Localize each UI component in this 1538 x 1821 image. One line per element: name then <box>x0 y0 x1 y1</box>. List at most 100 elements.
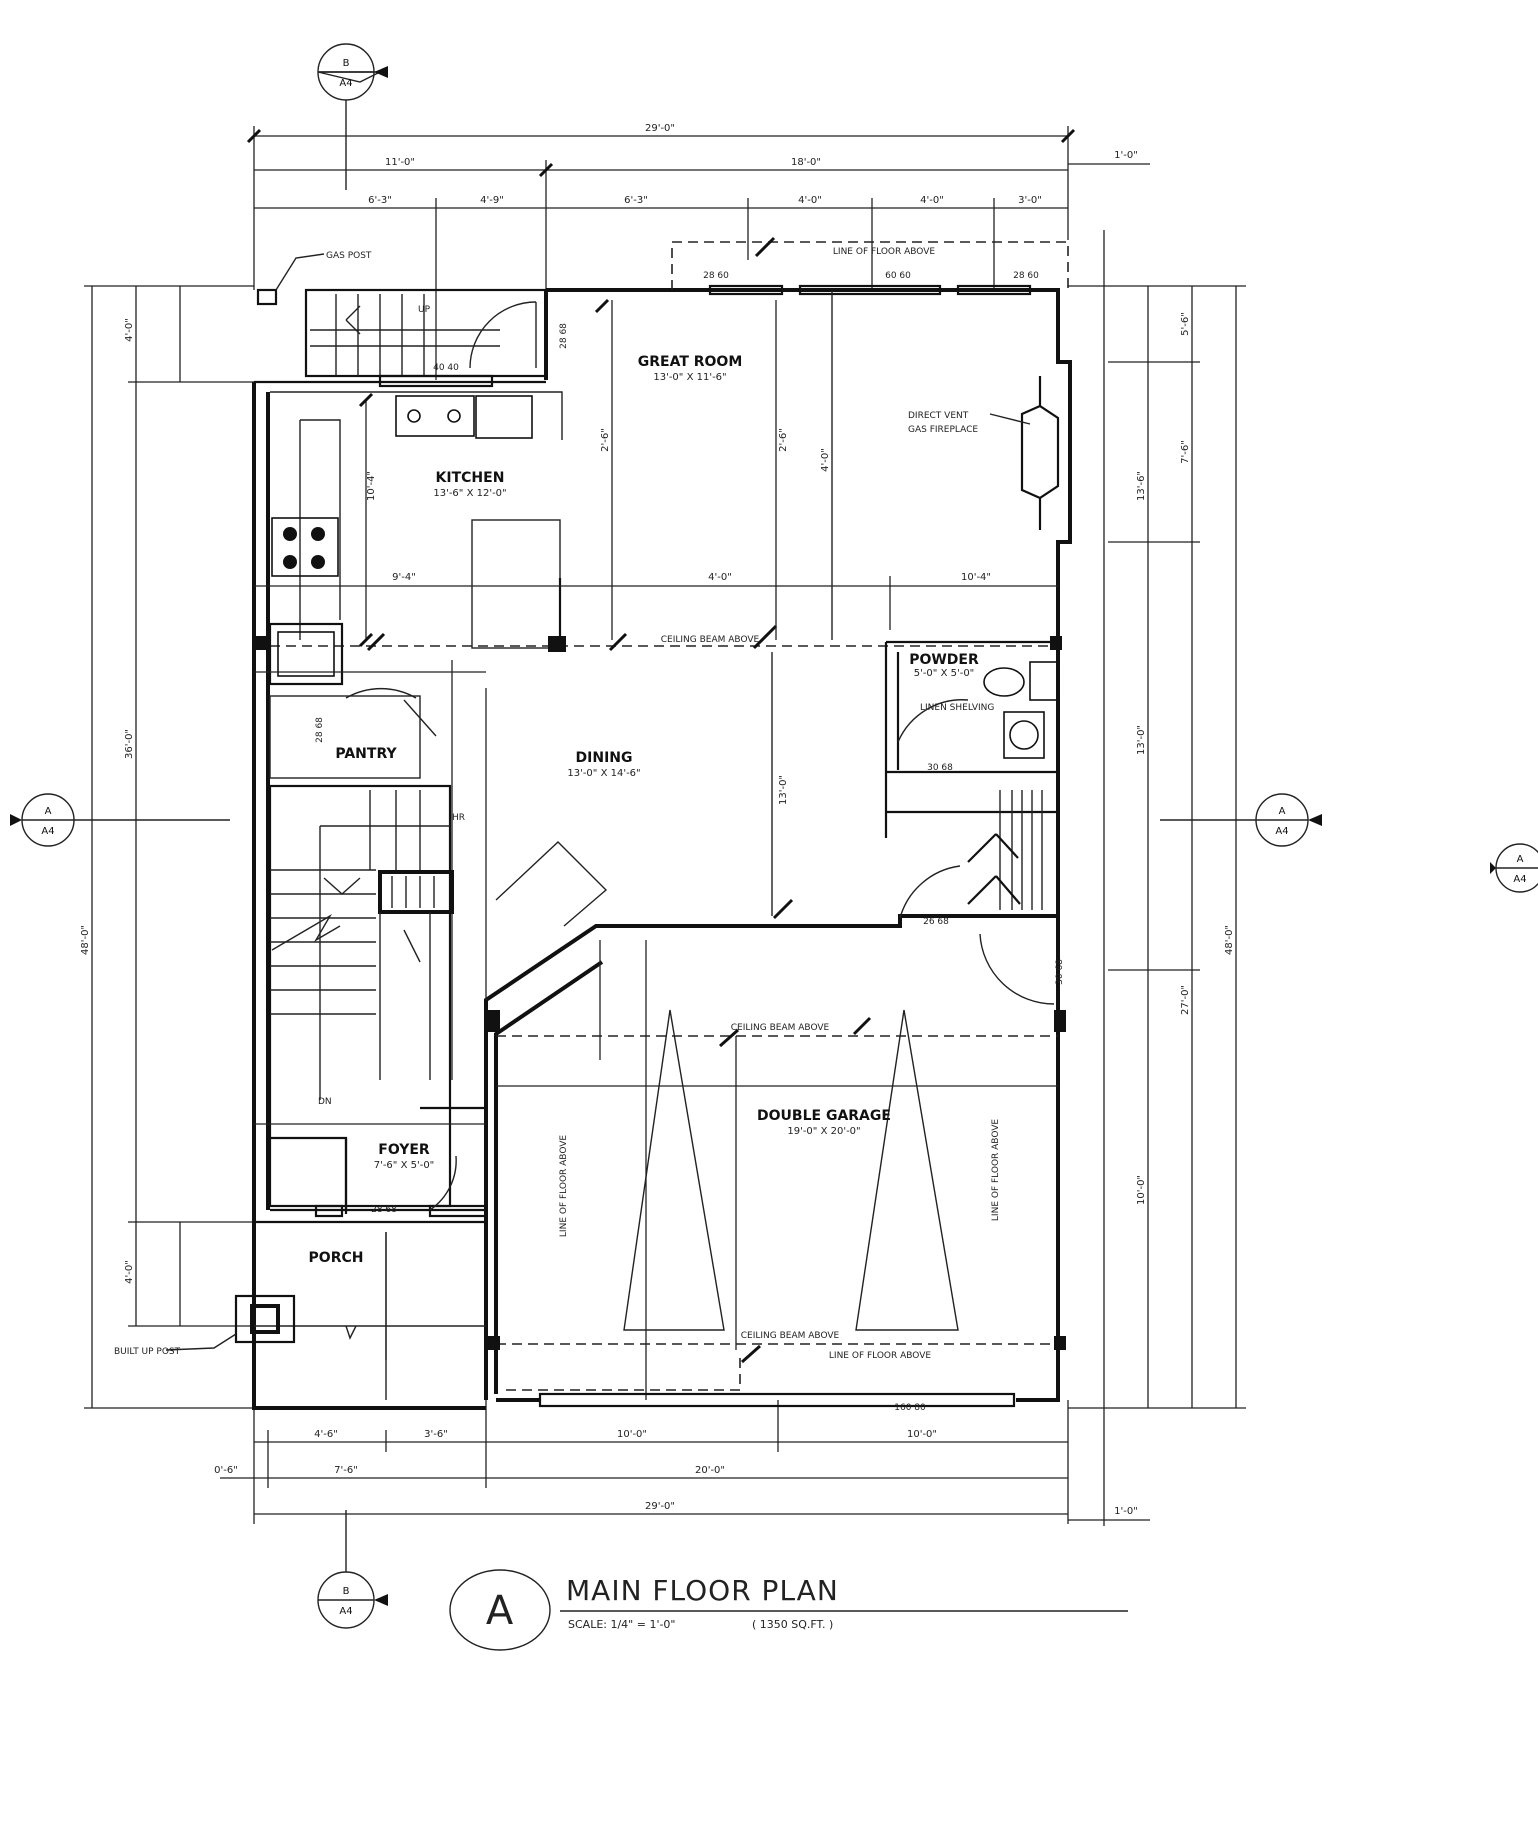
window-label-1: 28 60 <box>703 271 729 281</box>
marker-top-label: B <box>343 58 350 69</box>
dim-inner-6: 2'-6" <box>778 428 789 452</box>
vehicle-outline-2 <box>855 1009 959 1331</box>
dim-inner-8: 13'-0" <box>778 775 789 805</box>
marker-bottom-sheet: A4 <box>339 1606 352 1617</box>
kitchen-size: 13'-6" X 12'-0" <box>433 488 506 499</box>
kitchen-name: KITCHEN <box>436 470 505 486</box>
dim-top-overall: 29'-0" <box>645 123 675 134</box>
dim-bottom-sub-1: 4'-6" <box>314 1429 338 1440</box>
door-swing-rear <box>469 301 537 369</box>
hr-panel <box>378 870 454 914</box>
marker-right-sheet: A4 <box>1275 826 1288 837</box>
marker-far-right-label: A <box>1517 854 1524 865</box>
foyer-name: FOYER <box>378 1142 430 1158</box>
beam-note-1: CEILING BEAM ABOVE <box>661 635 760 645</box>
garage-name: DOUBLE GARAGE <box>757 1108 891 1124</box>
dim-top-sub-3: 6'-3" <box>624 195 648 206</box>
dim-right-sub-4: 10'-0" <box>1136 1175 1147 1205</box>
dim-inner-2: 9'-4" <box>392 572 416 583</box>
dim-right-low: 27'-0" <box>1180 985 1191 1015</box>
built-up-post <box>234 1294 296 1344</box>
kitchen-sink <box>395 395 475 437</box>
dining-size: 13'-0" X 14'-6" <box>567 768 640 779</box>
right-dimensions: 5'-6" 7'-6" 13'-6" 13'-0" 27'-0" 10'-0" … <box>1068 230 1246 1526</box>
section-marker-bottom[interactable]: B A4 <box>317 1571 388 1629</box>
vehicle-outline-1 <box>623 1009 725 1331</box>
dining: DINING 13'-0" X 14'-6" 13'-0" <box>495 652 794 927</box>
beam-note-2: CEILING BEAM ABOVE <box>731 1023 830 1033</box>
dim-inner-7: 4'-0" <box>820 448 831 472</box>
dim-bottom-mid-2: 7'-6" <box>334 1465 358 1476</box>
dim-bottom-mid-1: 0'-6" <box>214 1465 238 1476</box>
kitchen-island <box>471 519 561 649</box>
floor-above-note-right: LINE OF FLOOR ABOVE <box>991 1119 1001 1221</box>
dim-left-overall: 48'-0" <box>80 925 91 955</box>
stair-down-arrow-icon <box>323 877 361 895</box>
vanity-sink <box>1003 711 1045 759</box>
floor-above-note-left: LINE OF FLOOR ABOVE <box>559 1135 569 1237</box>
dim-right-overall: 48'-0" <box>1224 925 1235 955</box>
marker-right-label: A <box>1279 806 1286 817</box>
stove <box>271 517 339 577</box>
dim-right-sub-2: 7'-6" <box>1180 440 1191 464</box>
section-marker-far-right[interactable]: A A4 <box>1490 843 1538 893</box>
porch-name: PORCH <box>309 1250 364 1266</box>
coat-closet: 26 68 30 68 <box>886 790 1065 1005</box>
garage-door[interactable] <box>538 1392 1016 1408</box>
gas-post-note: GAS POST <box>326 251 372 261</box>
title-scale: SCALE: 1/4" = 1'-0" <box>568 1618 676 1631</box>
garage-size: 19'-0" X 20'-0" <box>787 1126 860 1137</box>
window-label-stair: 40 40 <box>433 363 459 373</box>
dim-top-sub-2: 4'-9" <box>480 195 504 206</box>
window-label-3: 28 60 <box>1013 271 1039 281</box>
section-marker-right[interactable]: A A4 <box>1255 793 1322 847</box>
closet-door-swing <box>495 841 608 927</box>
bottom-dimensions: 4'-6" 3'-6" 10'-0" 10'-0" 0'-6" 7'-6" 20… <box>214 1400 1150 1524</box>
dim-left-sub-2: 36'-0" <box>124 729 135 759</box>
dim-top-sub-4: 4'-0" <box>798 195 822 206</box>
kitchen: KITCHEN 13'-6" X 12'-0" 10'-4" <box>270 391 563 649</box>
stair-dn-label: DN <box>318 1097 332 1107</box>
marker-top-sheet: A4 <box>339 78 352 89</box>
great-room-name: GREAT ROOM <box>638 354 743 370</box>
door-label-garage: 30 68 <box>1055 959 1065 985</box>
title-area: ( 1350 SQ.FT. ) <box>752 1618 833 1631</box>
beam-note-3: CEILING BEAM ABOVE <box>741 1331 840 1341</box>
dim-left-sub-3: 4'-0" <box>124 1260 135 1284</box>
section-marker-left[interactable]: A A4 <box>10 793 75 847</box>
ceiling-beam-dashed: CEILING BEAM ABOVE <box>254 624 1062 652</box>
direct-vent-note: DIRECT VENT <box>908 411 969 421</box>
toilet-icon <box>983 667 1025 697</box>
window-label-2: 60 60 <box>885 271 911 281</box>
stair-arrow-icon <box>345 305 361 335</box>
door-swing-pantry <box>345 688 417 699</box>
inner-horizontal-dim-1: 9'-4" 4'-0" 10'-4" <box>254 572 1058 630</box>
garage-door-label: 160 80 <box>894 1403 926 1413</box>
title-block: A MAIN FLOOR PLAN SCALE: 1/4" = 1'-0" ( … <box>449 1569 1128 1651</box>
door-label-closet: 26 68 <box>923 917 949 927</box>
stair-up-label: UP <box>418 305 431 315</box>
powder-room: POWDER 5'-0" X 5'-0" 30 68 LINEN SHELVIN… <box>884 640 1059 838</box>
dim-bottom-mid-3: 20'-0" <box>695 1465 725 1476</box>
dim-right-sub-1: 5'-6" <box>1180 312 1191 336</box>
title-circle <box>449 1569 551 1651</box>
section-marker-top[interactable]: B A4 <box>317 43 388 101</box>
dim-right-sub-3: 13'-0" <box>1136 725 1147 755</box>
dim-bottom-sub-2: 3'-6" <box>424 1429 448 1440</box>
dim-inner-1: 10'-4" <box>366 471 377 501</box>
dim-top-sub-6: 3'-0" <box>1018 195 1042 206</box>
powder-size: 5'-0" X 5'-0" <box>914 668 975 679</box>
dining-name: DINING <box>576 750 633 766</box>
dim-top-sub-5: 4'-0" <box>920 195 944 206</box>
dim-right-offset-bottom: 1'-0" <box>1114 1506 1138 1517</box>
dim-right-mid: 13'-6" <box>1136 471 1147 501</box>
marker-left-sheet: A4 <box>41 826 54 837</box>
dim-left-sub-1: 4'-0" <box>124 318 135 342</box>
porch-area <box>234 1220 486 1400</box>
door-label-rear: 28 68 <box>559 323 569 349</box>
dim-right-offset-top: 1'-0" <box>1114 150 1138 161</box>
double-garage: DOUBLE GARAGE 19'-0" X 20'-0" CEILING BE… <box>488 940 1066 1413</box>
dim-top-right: 18'-0" <box>791 157 821 168</box>
dim-inner-3: 4'-0" <box>708 572 732 583</box>
